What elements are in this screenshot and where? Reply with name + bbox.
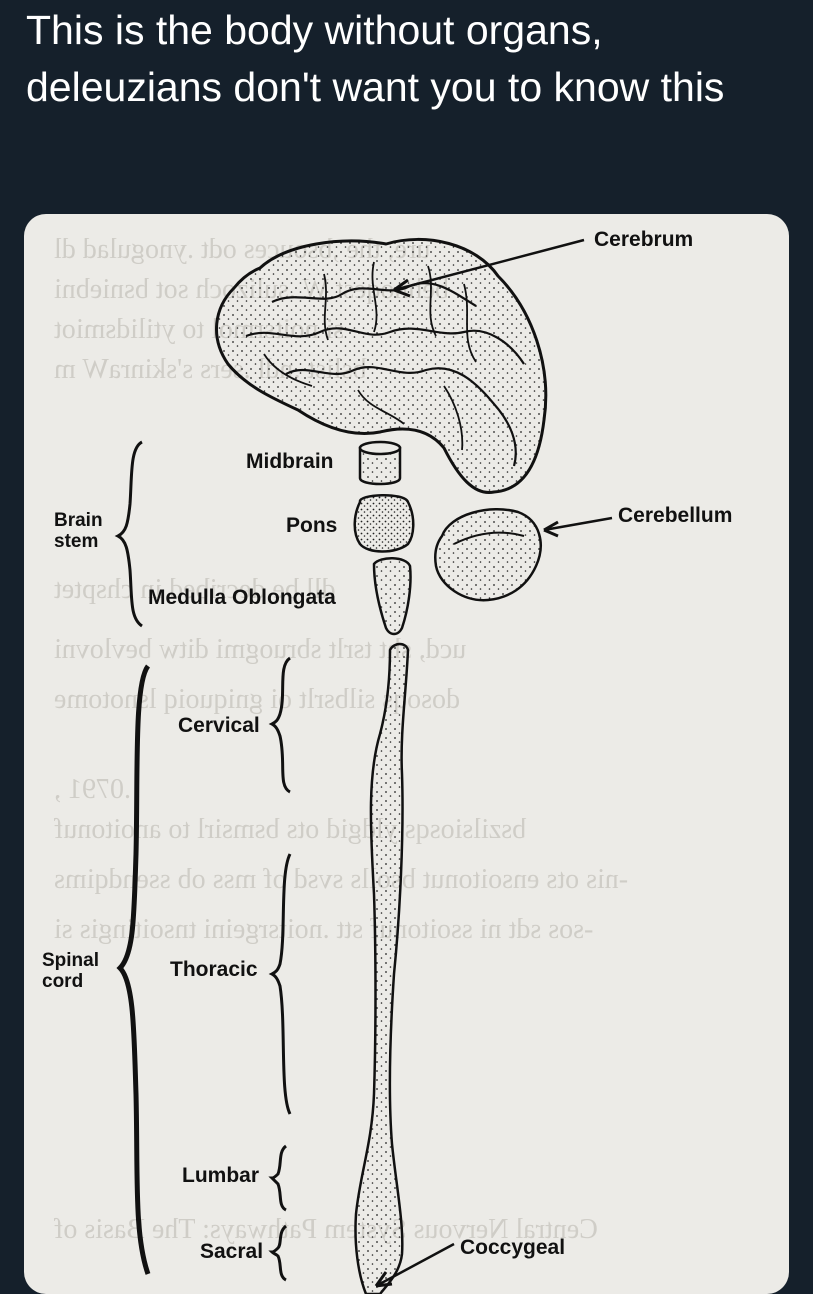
label-midbrain: Midbrain <box>246 450 334 473</box>
post-text: This is the body without organs, deleuzi… <box>26 7 725 110</box>
label-cerebrum: Cerebrum <box>594 228 694 251</box>
nervous-system-diagram <box>114 237 613 1294</box>
braces <box>114 440 292 1282</box>
label-brain-stem: Brain stem <box>54 510 103 552</box>
label-cervical: Cervical <box>178 714 260 737</box>
cerebellum-drawing <box>434 508 542 602</box>
spinal-cord-drawing <box>354 642 410 1294</box>
label-medulla-oblongata: Medulla Oblongata <box>148 586 336 609</box>
label-pons: Pons <box>286 514 338 537</box>
midbrain-drawing <box>358 440 402 486</box>
label-sacral: Sacral <box>200 1240 264 1263</box>
cerebrum-drawing <box>215 237 548 494</box>
post-image[interactable]: ure, the ,bsouces odt .ynogulad dl behno… <box>24 214 789 1294</box>
label-coccygeal: Coccygeal <box>460 1236 566 1259</box>
label-arrows <box>374 238 613 1288</box>
medulla-drawing <box>372 557 412 636</box>
label-spinal-cord: Spinal cord <box>42 950 100 992</box>
pons-drawing <box>353 494 415 553</box>
label-cerebellum: Cerebellum <box>618 504 733 527</box>
label-lumbar: Lumbar <box>182 1164 260 1187</box>
label-thoracic: Thoracic <box>170 958 258 981</box>
